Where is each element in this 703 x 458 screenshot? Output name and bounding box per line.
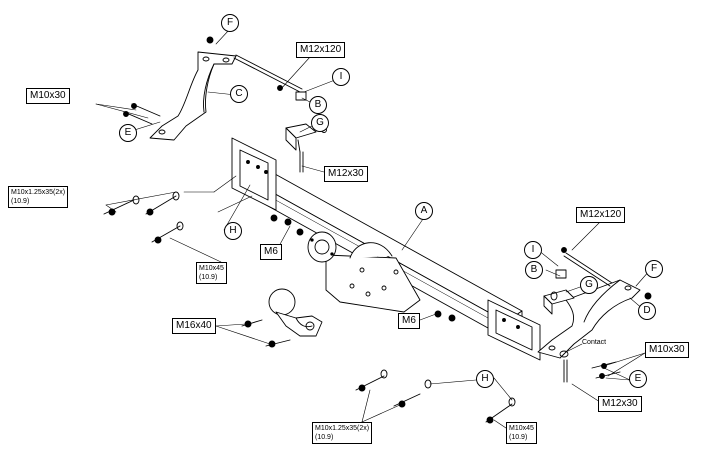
label-m12x120-top: M12x120 [296, 42, 346, 58]
contact-note: Contact [582, 339, 607, 346]
label-m10x45-right: M10x45 (10.9) [506, 422, 537, 444]
label-m16x40: M16x40 [172, 318, 216, 334]
left-side-arm [149, 51, 237, 141]
label-m10-bolt-top: M10x1.25x35(2x) (10.9) [8, 186, 69, 208]
callout-h-left: H [224, 222, 242, 240]
tow-ball [268, 288, 323, 337]
callout-i-right: I [524, 241, 542, 259]
label-m12x30-top: M12x30 [324, 166, 368, 182]
ball-mount-bracket [325, 242, 421, 313]
label-m10x30-right: M10x30 [645, 342, 689, 358]
label-m12x30-right: M12x30 [598, 396, 642, 412]
callout-b-top: B [309, 96, 327, 114]
socket-plate [307, 231, 337, 263]
callout-h-bottom: H [476, 370, 494, 388]
callout-f-right: F [645, 260, 663, 278]
callout-g-top: G [311, 114, 329, 132]
callout-a: A [415, 202, 433, 220]
label-m6-right: M6 [398, 313, 420, 329]
label-m10x45-left: M10x45 (10.9) [196, 262, 227, 284]
label-m12x120-right: M12x120 [576, 207, 626, 223]
label-m6-left: M6 [260, 244, 282, 260]
label-m10x30-left: M10x30 [26, 88, 70, 104]
right-upper-bracket [543, 269, 575, 315]
callout-g-right: G [580, 276, 598, 294]
callout-c: C [230, 85, 248, 103]
callout-f-top: F [221, 14, 239, 32]
callout-i-top: I [332, 68, 350, 86]
callout-e-left: E [119, 124, 137, 142]
label-m10-bolt-bottom: M10x1.25x35(2x) (10.9) [312, 422, 373, 444]
right-end-plate [487, 299, 541, 361]
left-end-plate [231, 137, 277, 211]
callout-d: D [638, 302, 656, 320]
right-side-arm [537, 279, 641, 359]
callout-b-right: B [525, 261, 543, 279]
callout-e-right: E [629, 370, 647, 388]
